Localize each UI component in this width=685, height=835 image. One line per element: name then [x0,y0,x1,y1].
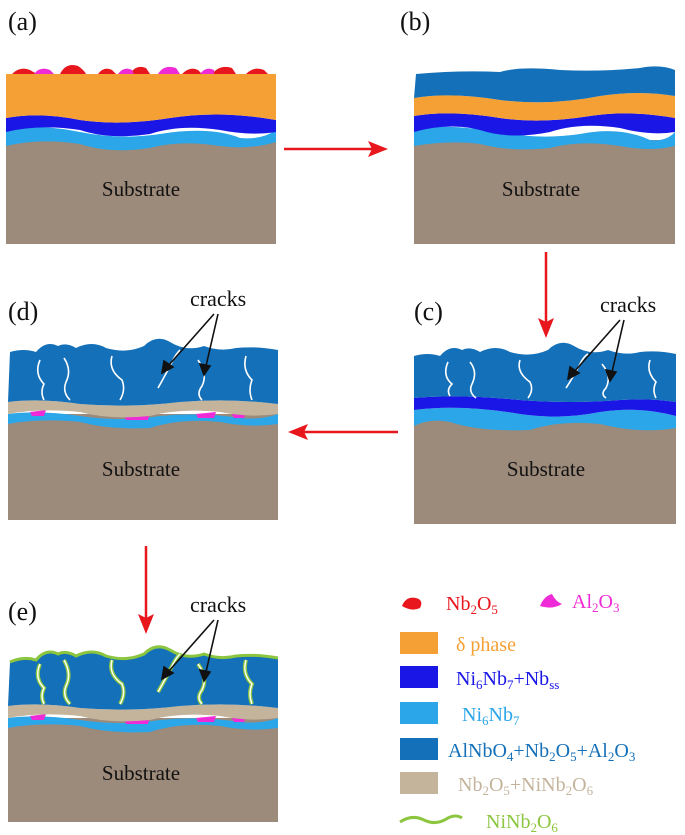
substrate-label-e: Substrate [102,761,180,785]
panel-e-label: (e) [8,597,37,626]
alnbo4-layer-c [414,342,676,402]
ninb2o6-surface-e [9,645,279,664]
ni6nb7-layer-c [414,407,676,431]
legend-nb2o5-label: Nb2O5 [446,593,498,617]
substrate-e [8,718,278,822]
cracks-label-e: cracks [190,592,246,617]
substrate-label-a: Substrate [102,177,180,201]
arrow-d-to-e [138,546,154,634]
panel-a: (a) Substrate [6,7,276,244]
legend-delta-swatch [400,632,438,654]
panel-b-label: (b) [400,7,430,36]
alnbo4-layer-b [414,66,675,103]
substrate-label-b: Substrate [502,177,580,201]
legend-al2o3-label: Al2O3 [572,591,619,615]
cracks-arrows-e [160,619,219,683]
substrate-label-c: Substrate [507,457,585,481]
ni6nb7-layer-b [414,126,675,150]
nb2o5-ninb2o6-layer-e [8,704,278,722]
substrate-a [6,140,276,244]
ni6nb7-layer-a [6,126,276,151]
alnbo4-layer-e [8,646,278,710]
cracks-arrows-c [566,319,625,383]
substrate-b [414,140,675,244]
legend-delta-label: δ phase [456,634,516,656]
nb2o5-particles-a [12,65,268,74]
cracks-label-d: cracks [190,286,246,311]
arrow-a-to-b [284,141,388,157]
panel-b: (b) Substrate [400,7,675,244]
delta-phase-layer-a [6,74,276,123]
panel-c: (c) cracks Substrate [414,292,676,524]
legend: Nb2O5 Al2O3 δ phase Ni6Nb7+Nbss Ni6Nb7 A… [399,591,635,835]
cracks-label-c: cracks [600,292,656,317]
legend-nb2o5-ninb2o6-label: Nb2O5+NiNb2O6 [458,774,594,798]
legend-ninb2o6-label: NiNb2O6 [486,811,558,835]
al2o3-particles-a [34,66,214,74]
substrate-d [8,414,278,520]
legend-ninb2o6-swatch [399,814,463,825]
legend-alnbo4-swatch [400,738,438,760]
ni6nb7-nbss-layer-c [414,396,676,417]
alnbo4-layer-d [8,338,278,406]
legend-ni6nb7-label: Ni6Nb7 [462,704,520,728]
cracks-arrows-d [160,313,219,377]
cracks-c [444,353,657,399]
ni6nb7-nbss-layer-a [6,114,276,137]
ni6nb7-nbss-layer-b [414,113,675,136]
legend-nb2o5-ninb2o6-swatch [400,772,438,794]
substrate-label-d: Substrate [102,457,180,481]
panel-a-label: (a) [8,7,37,36]
legend-ni6nb7-nbss-swatch [400,666,438,688]
delta-phase-layer-b [414,93,675,121]
legend-al2o3-swatch [540,594,562,608]
panel-c-label: (c) [414,297,443,326]
legend-nb2o5-swatch [402,597,422,610]
cracks-e [37,653,253,705]
panel-d: (d) cracks Substrate [8,286,278,520]
panel-e: (e) cracks Substrate [8,592,279,822]
legend-alnbo4-label: AlNbO4+Nb2O5+Al2O3 [448,740,635,764]
substrate-c [414,418,676,524]
legend-ni6nb7-swatch [400,702,438,724]
panel-d-label: (d) [8,297,38,326]
arrow-b-to-c [538,252,554,338]
arrow-c-to-d [288,424,398,440]
nb2o5-ninb2o6-layer-d [8,400,278,418]
legend-ni6nb7-nbss-label: Ni6Nb7+Nbss [456,668,559,692]
